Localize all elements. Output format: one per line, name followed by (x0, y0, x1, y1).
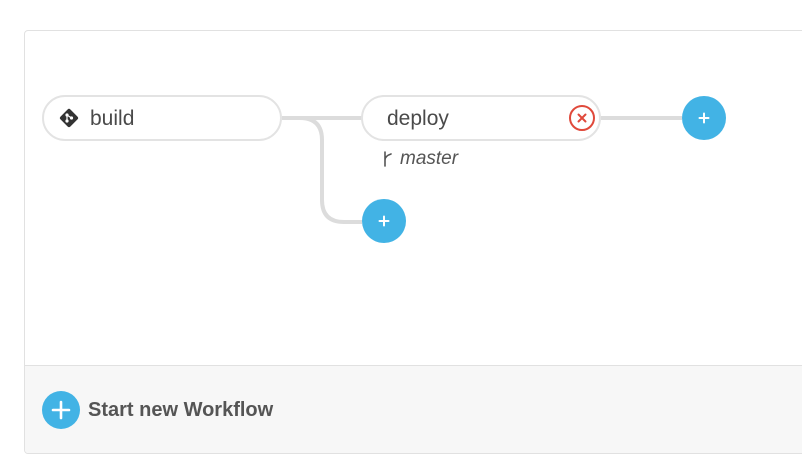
stage-deploy-label: deploy (387, 106, 449, 130)
workflow-footer (25, 365, 802, 453)
start-workflow-plus (42, 391, 80, 429)
branch-name: master (400, 148, 459, 169)
add-stage-button[interactable] (682, 96, 726, 140)
branch-icon (384, 151, 392, 167)
plus-icon (698, 112, 710, 124)
remove-stage-button[interactable] (569, 105, 595, 131)
plus-icon (51, 400, 71, 420)
stage-build-label: build (90, 106, 135, 130)
stage-build[interactable]: build (42, 95, 282, 141)
stage-deploy-branch: master (382, 148, 458, 170)
git-icon (59, 108, 79, 128)
connector-build-branch (299, 116, 362, 224)
start-workflow-label: Start new Workflow (88, 398, 274, 421)
stage-deploy[interactable]: deploy (361, 95, 601, 141)
start-workflow-button[interactable]: Start new Workflow (42, 391, 273, 429)
close-icon (577, 113, 587, 123)
add-parallel-stage-button[interactable] (362, 199, 406, 243)
plus-icon (378, 215, 390, 227)
